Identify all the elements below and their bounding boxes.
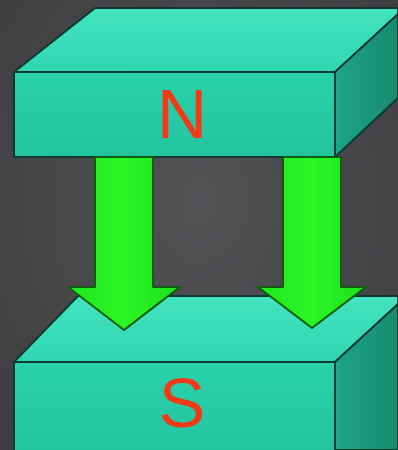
field-arrows: [67, 156, 367, 331]
north-magnet-front-face: [13, 71, 336, 158]
south-magnet-front-face: [13, 361, 336, 450]
north-magnet: [13, 7, 398, 158]
field-arrow-left: [67, 156, 181, 331]
north-magnet-top-face: [13, 7, 398, 73]
north-pole-label: N: [157, 75, 208, 153]
field-arrow-right: [257, 156, 367, 329]
south-pole-label: S: [159, 364, 206, 442]
south-magnet: [13, 295, 398, 450]
